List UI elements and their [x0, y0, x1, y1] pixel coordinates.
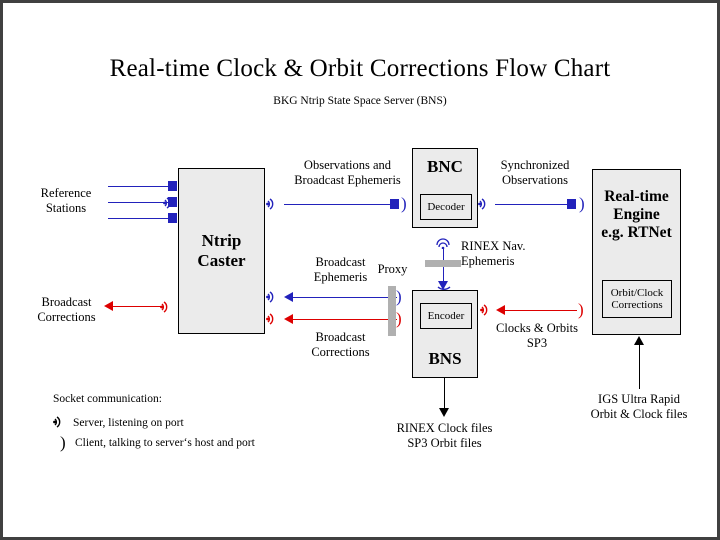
label-synchronized-observations: Synchronized Observations	[500, 158, 570, 188]
rinex-nav-arrow-head	[438, 281, 448, 290]
igs-arrow-head	[634, 336, 644, 345]
legend-client-socket-icon: )	[60, 433, 66, 452]
ref-arrow-head-1	[168, 181, 177, 191]
ref-arrow-head-3	[168, 213, 177, 223]
label-rinex-nav-ephemeris: RINEX Nav. Ephemeris	[461, 239, 526, 269]
server-socket-icon-bns-clk-in	[480, 302, 496, 318]
server-socket-icon-rinex-nav	[434, 235, 452, 249]
obs-arrow-line	[284, 204, 392, 205]
ref-arrow-line-1	[108, 186, 170, 187]
legend-server-text: Server, listening on port	[73, 417, 184, 429]
box-bnc[interactable]: BNC Decoder	[412, 148, 478, 228]
box-bns-title: BNS	[428, 349, 462, 369]
box-bnc-decoder[interactable]: Decoder	[420, 194, 472, 220]
server-socket-icon-obs-out	[266, 196, 282, 212]
obs-arrow-head	[390, 199, 399, 209]
ref-arrow-line-2	[108, 202, 170, 203]
client-socket-icon-bns-eph-out: )	[396, 287, 402, 306]
legend-client-text: Client, talking to server‘s host and por…	[75, 437, 255, 449]
box-realtime-engine[interactable]: Real-time Engine e.g. RTNet Orbit/Clock …	[592, 169, 681, 335]
proxy-bar-bns	[388, 286, 396, 336]
box-orbit-clock-corrections[interactable]: Orbit/Clock Corrections	[602, 280, 672, 318]
box-realtime-engine-title: Real-time Engine e.g. RTNet	[601, 188, 672, 241]
igs-arrow-line	[639, 344, 640, 389]
box-bns-encoder[interactable]: Encoder	[420, 303, 472, 329]
label-proxy: Proxy	[377, 262, 408, 276]
page-title: Real-time Clock & Orbit Corrections Flow…	[109, 55, 611, 82]
box-ntrip-caster[interactable]: Ntrip Caster	[178, 168, 265, 334]
proxy-bar-rinex-nav	[425, 260, 461, 267]
ref-arrow-line-3	[108, 218, 170, 219]
server-socket-icon-caster-in	[163, 195, 179, 211]
clocks-orbits-arrow-line	[505, 310, 577, 311]
client-socket-icon-rt-in: )	[579, 194, 585, 213]
bcast-corr-left-line	[113, 306, 161, 307]
label-clocks-orbits-sp3: Clocks & Orbits SP3	[496, 321, 578, 351]
page-subtitle: BKG Ntrip State Space Server (BNS)	[273, 95, 447, 107]
ref-arrow-head-2	[168, 197, 177, 207]
rinex-files-arrow-line	[444, 378, 445, 411]
legend-heading: Socket communication:	[53, 393, 162, 405]
label-reference-stations: Reference Stations	[40, 186, 92, 216]
clocks-orbits-arrow-head	[496, 305, 505, 315]
bcast-eph-arrow-line	[293, 297, 397, 298]
server-socket-icon-caster-corr-in	[266, 311, 282, 327]
label-igs-ultra-rapid: IGS Ultra Rapid Orbit & Clock files	[590, 392, 688, 422]
label-broadcast-corrections-left: Broadcast Corrections	[37, 295, 96, 325]
client-socket-icon-bns-corr-out: )	[396, 309, 402, 328]
bcast-corr-mid-arrow-head	[284, 314, 293, 324]
server-socket-icon-caster-eph-in	[266, 289, 282, 305]
server-socket-icon-caster-out	[160, 299, 176, 315]
client-socket-icon-bns-nav-in	[435, 285, 453, 300]
bcast-corr-left-head	[104, 301, 113, 311]
sync-obs-arrow-head	[567, 199, 576, 209]
bcast-eph-arrow-head	[284, 292, 293, 302]
legend-server-socket-icon	[53, 414, 69, 430]
rinex-files-arrow-head	[439, 408, 449, 417]
bcast-corr-mid-arrow-line	[293, 319, 397, 320]
server-socket-icon-bnc-out	[478, 196, 494, 212]
label-broadcast-corrections-mid: Broadcast Corrections	[311, 330, 370, 360]
box-bnc-title: BNC	[427, 157, 463, 176]
box-ntrip-caster-title: Ntrip Caster	[197, 231, 246, 270]
client-socket-icon-bnc-in: )	[401, 194, 407, 213]
label-observations-ephemeris: Observations and Broadcast Ephemeris	[294, 158, 401, 188]
box-bns[interactable]: BNS Encoder	[412, 290, 478, 378]
label-rinex-clock-files: RINEX Clock files SP3 Orbit files	[396, 421, 493, 451]
sync-obs-arrow-line	[495, 204, 569, 205]
client-socket-icon-rt-clk-out: )	[578, 300, 584, 319]
label-broadcast-ephemeris: Broadcast Ephemeris	[313, 255, 368, 285]
